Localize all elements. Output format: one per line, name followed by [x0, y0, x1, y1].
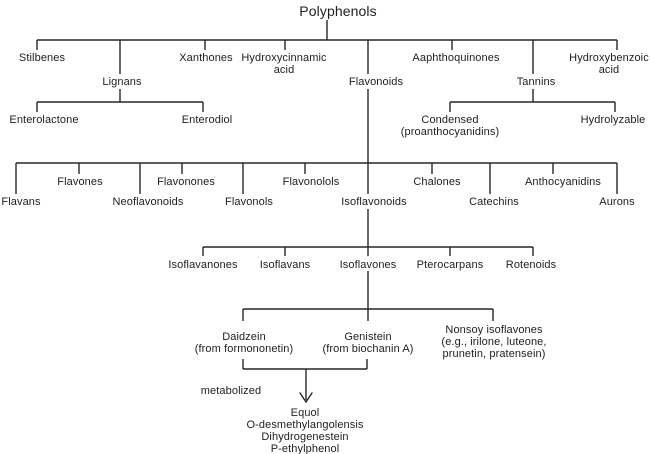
node-label-line: Genistein	[344, 331, 392, 343]
node-label-line: Condensed	[421, 114, 479, 126]
arrowhead-icon	[299, 392, 313, 404]
node-label-line: Enterolactone	[9, 114, 79, 126]
node-chalones: Chalones	[413, 176, 460, 188]
node-label-line: Equol	[290, 407, 320, 419]
node-label-line: (from biochanin A)	[322, 343, 414, 355]
node-isoflavanones: Isoflavanones	[168, 259, 237, 271]
node-aurons: Aurons	[599, 196, 634, 208]
node-aaphthoquinones: Aaphthoquinones	[412, 52, 499, 64]
node-polyphenols: Polyphenols	[299, 3, 376, 19]
node-label-line: Flavans	[1, 196, 41, 208]
node-isoflavonoids: Isoflavonoids	[341, 196, 407, 208]
node-label-line: Pterocarpans	[416, 259, 484, 271]
node-label-line: O-desmethylangolensis	[246, 419, 364, 431]
node-label-line: Isoflavanones	[168, 259, 238, 271]
node-label-line: Chalones	[413, 176, 461, 188]
node-stilbenes: Stilbenes	[19, 52, 65, 64]
node-daidzein: Daidzein(from formononetin)	[195, 331, 294, 355]
node-genistein: Genistein(from biochanin A)	[322, 331, 413, 355]
node-label-line: (proanthocyanidins)	[400, 126, 500, 138]
node-pterocarpans: Pterocarpans	[417, 259, 484, 271]
node-label-line: Isoflavans	[259, 259, 311, 271]
node-flavones: Flavones	[57, 176, 102, 188]
node-label-line: (e.g., irilone, luteone,	[441, 336, 547, 348]
node-label-line: Flavonols	[225, 196, 273, 208]
node-label-line: Anthocyanidins	[524, 176, 602, 188]
node-label-line: Daidzein	[222, 331, 266, 343]
node-label-line: Dihydrogenestein	[261, 431, 349, 443]
node-label-line: Catechins	[469, 196, 519, 208]
node-neoflavonoids: Neoflavonoids	[112, 196, 183, 208]
node-label-line: Enterodiol	[181, 114, 233, 126]
node-label-line: Hydroxybenzoic	[569, 52, 649, 64]
node-label-line: acid	[598, 64, 620, 76]
node-isoflavans: Isoflavans	[260, 259, 311, 271]
node-label-line: Aaphthoquinones	[412, 52, 500, 64]
node-label-line: Tannins	[516, 76, 556, 88]
node-label-line: prunetin, pratensein)	[442, 348, 546, 360]
node-tannins: Tannins	[517, 76, 556, 88]
node-flavonones: Flavonones	[157, 176, 215, 188]
node-label-line: Hydrolyzable	[580, 114, 646, 126]
node-metabolized-label: metabolized	[201, 385, 261, 397]
node-label-line: Stilbenes	[18, 52, 66, 64]
node-flavonolols: Flavonolols	[283, 176, 340, 188]
node-catechins: Catechins	[469, 196, 519, 208]
node-label-line: Flavonoids	[348, 76, 404, 88]
node-label-line: Isoflavones	[339, 259, 397, 271]
node-label-line: Xanthones	[179, 52, 233, 64]
node-flavans: Flavans	[1, 196, 40, 208]
node-flavonols: Flavonols	[225, 196, 273, 208]
node-label-line: (from formononetin)	[194, 343, 294, 355]
node-flavonoids: Flavonoids	[349, 76, 403, 88]
node-rotenoids: Rotenoids	[506, 259, 556, 271]
node-label-line: Nonsoy isoflavones	[445, 324, 543, 336]
node-label-line: Lignans	[102, 76, 142, 88]
node-label-line: Flavonones	[157, 176, 215, 188]
node-condensed-proanthocyanidins: Condensed(proanthocyanidins)	[401, 114, 500, 138]
node-hydrolyzable: Hydrolyzable	[581, 114, 646, 126]
node-label-line: Aurons	[599, 196, 635, 208]
node-enterodiol: Enterodiol	[182, 114, 233, 126]
node-label-line: Hydroxycinnamic	[241, 52, 327, 64]
node-label-line: Polyphenols	[299, 3, 377, 19]
node-label-line: metabolized	[200, 385, 262, 397]
node-xanthones: Xanthones	[179, 52, 233, 64]
node-lignans: Lignans	[102, 76, 141, 88]
node-nonsoy-isoflavones: Nonsoy isoflavones(e.g., irilone, luteon…	[441, 324, 546, 360]
node-anthocyanidins: Anthocyanidins	[525, 176, 601, 188]
node-label-line: Rotenoids	[505, 259, 557, 271]
node-label-line: P-ethylphenol	[270, 443, 340, 454]
node-label-line: Flavones	[57, 176, 103, 188]
node-isoflavones: Isoflavones	[340, 259, 397, 271]
node-label-line: acid	[273, 64, 295, 76]
node-enterolactone: Enterolactone	[9, 114, 78, 126]
node-label-line: Flavonolols	[282, 176, 340, 188]
node-label-line: Isoflavonoids	[341, 196, 407, 208]
node-label-line: Neoflavonoids	[112, 196, 184, 208]
